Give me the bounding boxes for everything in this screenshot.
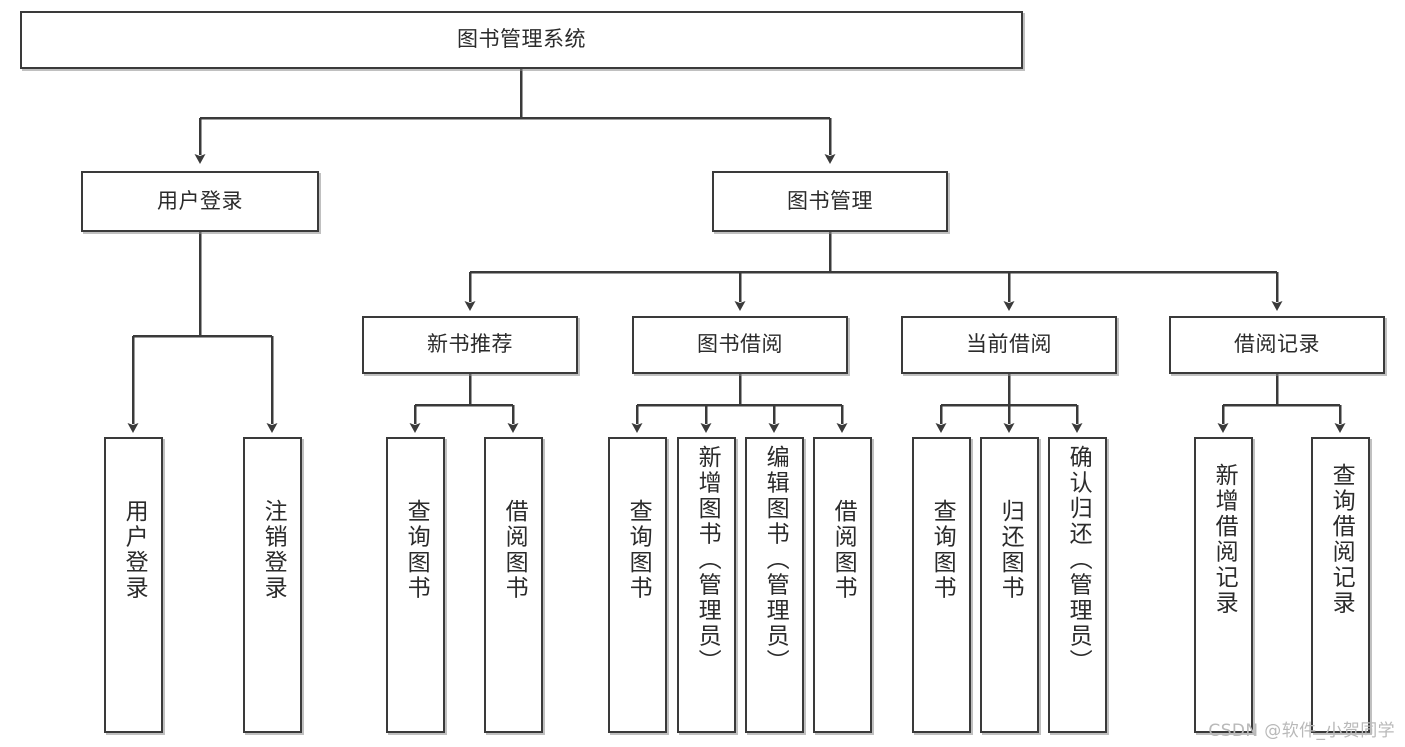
node-leaf-user-login-label: 用户登录 xyxy=(121,499,148,601)
node-leaf-confirm-return[interactable]: 确认归还（管理员） xyxy=(1048,437,1107,733)
node-borrow-record-label: 借阅记录 xyxy=(1234,332,1320,357)
node-leaf-edit-book[interactable]: 编辑图书（管理员） xyxy=(745,437,804,733)
node-leaf-add-book[interactable]: 新增图书（管理员） xyxy=(677,437,736,733)
node-leaf-query-book-3-label: 查询图书 xyxy=(929,499,956,601)
node-leaf-borrow-book-2-label: 借阅图书 xyxy=(830,499,857,601)
node-leaf-logout-label: 注销登录 xyxy=(260,499,287,601)
node-book-borrow[interactable]: 图书借阅 xyxy=(632,316,848,374)
node-user-login-label: 用户登录 xyxy=(157,188,243,213)
node-current-borrow[interactable]: 当前借阅 xyxy=(901,316,1117,374)
node-leaf-return-book-label: 归还图书 xyxy=(997,499,1024,601)
node-new-book-recommend[interactable]: 新书推荐 xyxy=(362,316,578,374)
node-leaf-query-record-label: 查询借阅记录 xyxy=(1328,463,1355,616)
node-leaf-add-record-label: 新增借阅记录 xyxy=(1211,463,1238,616)
node-leaf-query-book-2-label: 查询图书 xyxy=(625,499,652,601)
node-leaf-add-record[interactable]: 新增借阅记录 xyxy=(1194,437,1253,733)
watermark: CSDN @软件_小贺同学 xyxy=(1208,721,1395,741)
node-leaf-borrow-book-1[interactable]: 借阅图书 xyxy=(484,437,543,733)
node-leaf-confirm-return-label: 确认归还（管理员） xyxy=(1065,445,1092,675)
node-leaf-query-book-2[interactable]: 查询图书 xyxy=(608,437,667,733)
node-leaf-logout[interactable]: 注销登录 xyxy=(243,437,302,733)
node-book-management[interactable]: 图书管理 xyxy=(712,171,948,232)
node-book-borrow-label: 图书借阅 xyxy=(697,332,783,357)
node-leaf-query-book-3[interactable]: 查询图书 xyxy=(912,437,971,733)
node-borrow-record[interactable]: 借阅记录 xyxy=(1169,316,1385,374)
node-leaf-query-book-1[interactable]: 查询图书 xyxy=(386,437,445,733)
node-leaf-query-record[interactable]: 查询借阅记录 xyxy=(1311,437,1370,733)
node-leaf-borrow-book-1-label: 借阅图书 xyxy=(501,499,528,601)
node-new-book-recommend-label: 新书推荐 xyxy=(427,332,513,357)
node-leaf-user-login[interactable]: 用户登录 xyxy=(104,437,163,733)
node-root-label: 图书管理系统 xyxy=(457,27,586,52)
node-leaf-edit-book-label: 编辑图书（管理员） xyxy=(762,445,789,675)
node-current-borrow-label: 当前借阅 xyxy=(966,332,1052,357)
node-leaf-add-book-label: 新增图书（管理员） xyxy=(694,445,721,675)
node-leaf-borrow-book-2[interactable]: 借阅图书 xyxy=(813,437,872,733)
node-user-login[interactable]: 用户登录 xyxy=(81,171,319,232)
node-leaf-query-book-1-label: 查询图书 xyxy=(403,499,430,601)
node-leaf-return-book[interactable]: 归还图书 xyxy=(980,437,1039,733)
node-book-management-label: 图书管理 xyxy=(787,188,873,213)
node-root[interactable]: 图书管理系统 xyxy=(20,11,1023,69)
